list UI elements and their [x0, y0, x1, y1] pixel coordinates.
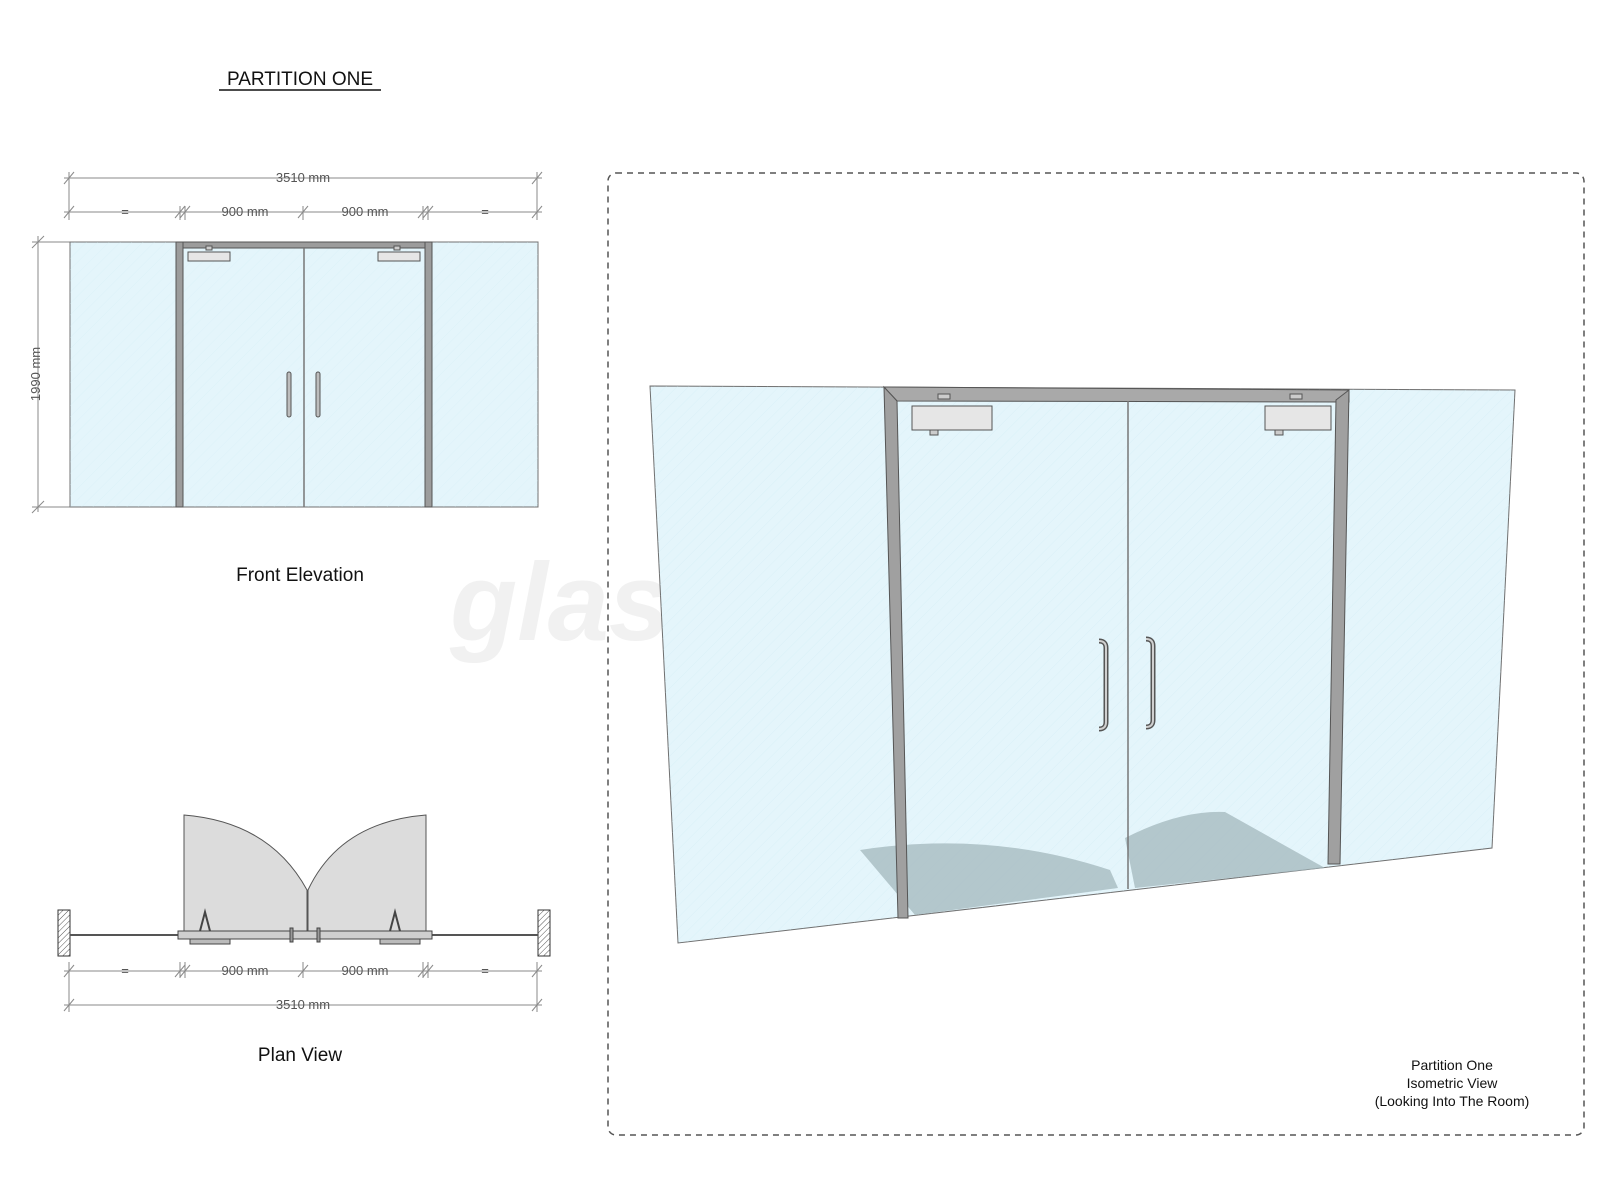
fe-height: 1990 mm — [28, 347, 43, 401]
pv-left-closer-icon — [189, 938, 231, 945]
iso-right-jamb — [1327, 388, 1350, 865]
fe-left-side: = — [121, 204, 129, 219]
pv-left-door-swing — [183, 814, 308, 936]
pv-right-side: = — [481, 963, 489, 978]
iso-left-handle-icon — [1098, 640, 1107, 730]
iso-right-closer-icon — [1264, 405, 1332, 431]
fe-caption: Front Elevation — [236, 565, 364, 586]
pv-door-left-width: 900 mm — [222, 963, 269, 978]
iso-right-handle-icon — [1145, 638, 1154, 728]
fe-right-jamb — [424, 241, 433, 508]
fe-left-handle-icon — [286, 371, 292, 418]
iso-caption-line1: Partition One — [1411, 1057, 1493, 1073]
fe-right-closer-icon — [377, 251, 421, 262]
isometric-view — [649, 385, 1516, 944]
pv-right-door-swing — [307, 814, 427, 936]
page-title: PARTITION ONE — [227, 69, 373, 90]
plan-view: = 900 mm 900 mm = 3510 mm — [57, 814, 551, 1012]
fe-door-right-width: 900 mm — [342, 204, 389, 219]
iso-caption-line2: Isometric View — [1407, 1075, 1499, 1091]
fe-left-closer-icon — [187, 251, 231, 262]
pv-frame — [177, 930, 433, 940]
fe-left-jamb — [175, 241, 184, 508]
fe-right-handle-icon — [315, 371, 321, 418]
iso-left-door-shadow — [860, 843, 1118, 915]
iso-right-door-shadow — [1125, 811, 1325, 888]
pv-left-side: = — [121, 963, 129, 978]
iso-caption-line3: (Looking Into The Room) — [1375, 1093, 1530, 1109]
fe-overall-width: 3510 mm — [276, 170, 330, 185]
fe-door-left-width: 900 mm — [222, 204, 269, 219]
iso-left-closer-icon — [911, 405, 993, 431]
pv-door-right-width: 900 mm — [342, 963, 389, 978]
fe-right-side: = — [481, 204, 489, 219]
pv-caption: Plan View — [258, 1045, 342, 1066]
pv-right-wall — [537, 909, 551, 957]
iso-left-jamb — [883, 385, 909, 919]
iso-dashed-border — [607, 172, 1585, 1136]
pv-overall-width: 3510 mm — [276, 997, 330, 1012]
front-elevation: 3510 mm = 900 mm 900 mm = 1990 mm — [28, 170, 543, 514]
pv-left-wall — [57, 909, 71, 957]
pv-right-closer-icon — [379, 938, 421, 945]
